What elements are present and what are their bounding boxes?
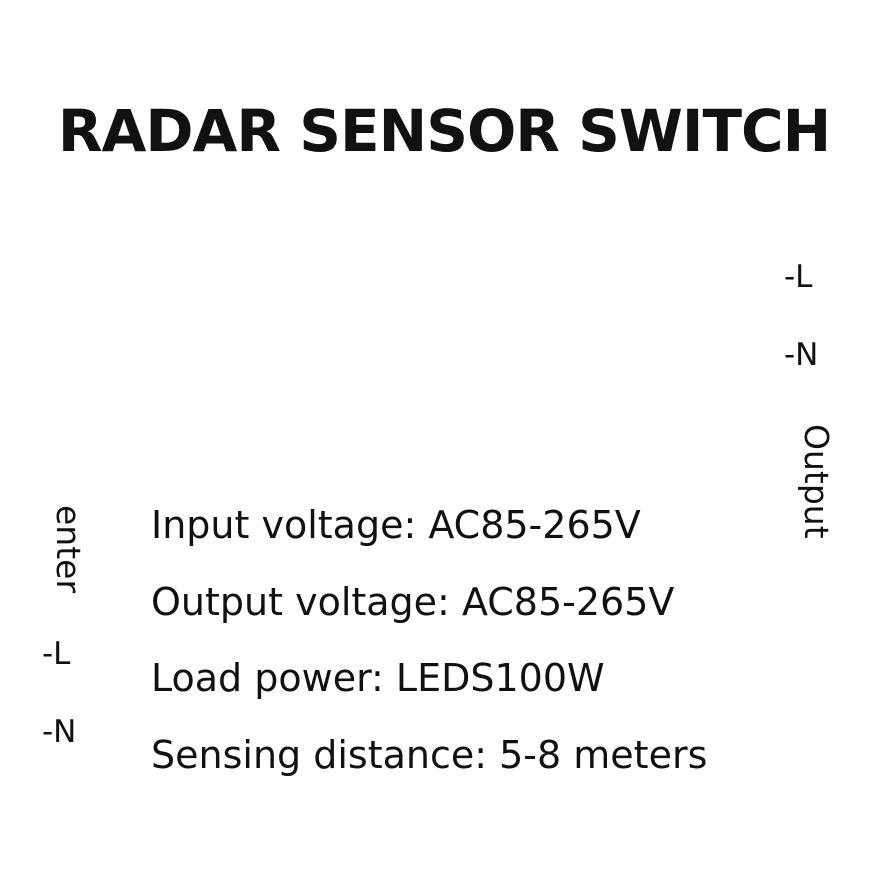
- output-terminal-n: -N: [784, 337, 819, 373]
- input-terminal-n: -N: [42, 714, 77, 750]
- spec-sensing-distance: Sensing distance: 5-8 meters: [151, 733, 708, 777]
- output-terminal-l: -L: [784, 259, 813, 295]
- spec-load-power: Load power: LEDS100W: [151, 656, 605, 700]
- input-terminal-l: -L: [42, 636, 71, 672]
- enter-label: enter: [49, 505, 88, 594]
- page-title: RADAR SENSOR SWITCH: [57, 97, 831, 165]
- spec-input-voltage: Input voltage: AC85-265V: [151, 503, 641, 547]
- output-label: Output: [797, 424, 836, 539]
- spec-output-voltage: Output voltage: AC85-265V: [151, 580, 675, 624]
